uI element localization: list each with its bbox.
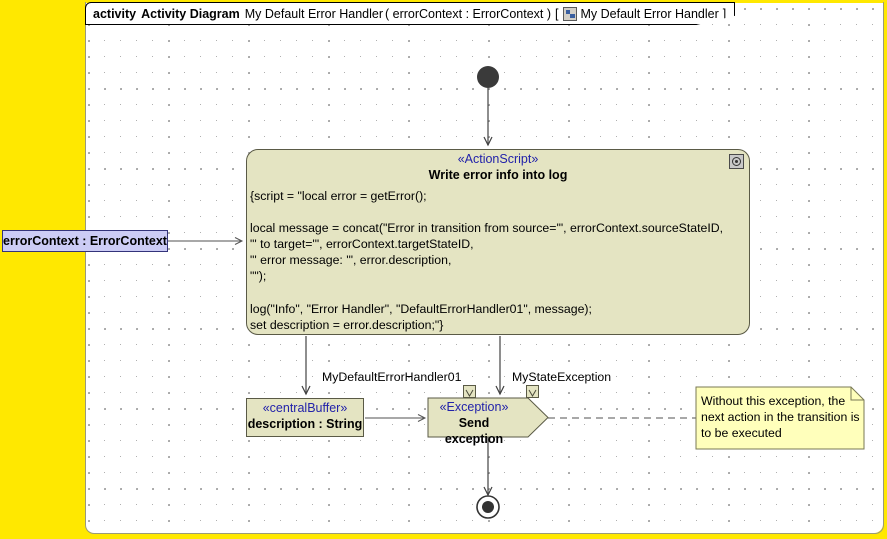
chevron-down-icon — [528, 389, 537, 397]
exception-node-name: Send exception — [444, 416, 504, 446]
central-buffer-node[interactable]: «centralBuffer» description : String — [246, 398, 364, 437]
action-node[interactable]: «ActionScript» Write error info into log… — [246, 149, 750, 335]
diagram-frame-header[interactable]: activity Activity Diagram My Default Err… — [85, 2, 736, 25]
central-buffer-name: description : String — [247, 417, 363, 431]
exception-node[interactable]: «Exception» Send exception — [428, 398, 546, 446]
pin-my-state-exception[interactable] — [526, 385, 539, 398]
frame-keyword: activity — [93, 6, 137, 21]
action-node-name: Write error info into log — [428, 168, 568, 182]
activity-parameter-node[interactable]: errorContext : ErrorContext — [2, 230, 168, 252]
comment-note[interactable]: Without this exception, the next action … — [696, 387, 864, 449]
frame-bracket-open: [ — [555, 6, 559, 21]
frame-owner: My Default Error Handler — [580, 6, 719, 21]
central-buffer-stereotype: «centralBuffer» — [262, 401, 348, 415]
pin-my-default-error-handler01[interactable] — [463, 385, 476, 398]
activity-diagram-icon — [562, 6, 577, 21]
activity-parameter-label: errorContext : ErrorContext — [3, 234, 167, 248]
opaque-behavior-icon — [729, 154, 744, 169]
chevron-down-icon — [465, 389, 474, 397]
action-node-stereotype: «ActionScript» — [457, 152, 539, 166]
exception-node-stereotype: «Exception» — [439, 400, 509, 414]
comment-note-text: Without this exception, the next action … — [701, 394, 860, 440]
frame-name: My Default Error Handler — [244, 6, 383, 21]
action-node-script: {script = "local error = getError(); loc… — [250, 189, 724, 332]
frame-parameters: ( errorContext : ErrorContext ) — [385, 6, 552, 21]
frame-type: Activity Diagram — [141, 6, 240, 21]
pin-label-my-state-exception: MyStateException — [512, 370, 612, 384]
pin-label-my-default-error-handler01: MyDefaultErrorHandler01 — [322, 370, 462, 384]
frame-bracket-close: ] — [722, 6, 727, 21]
